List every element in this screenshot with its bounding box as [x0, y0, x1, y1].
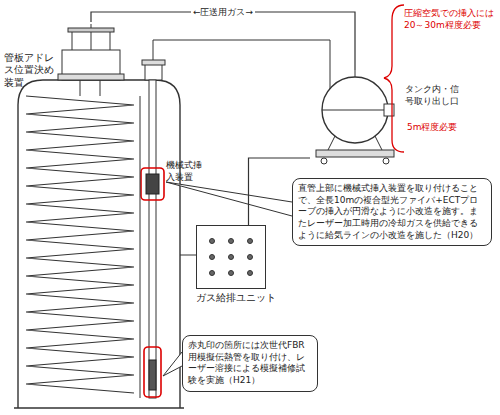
red-mark: [144, 347, 161, 397]
part-label: 機械式挿入装置: [166, 160, 206, 183]
coil-winding: [26, 96, 134, 393]
port-label: タンク内・信号取り出し口: [405, 84, 465, 107]
node-label: ガス給排ユニット: [196, 292, 266, 304]
valve-dot: [248, 255, 253, 260]
red-mark: [141, 168, 164, 200]
valve-dot: [229, 271, 234, 276]
helical-coils: [26, 96, 140, 398]
tank-sphere: [322, 77, 388, 143]
node-label: 赤丸印の箇所には次世代FBR用模擬伝熱管を取り付け、レーザー溶接による模擬補修試…: [188, 340, 312, 387]
pipe: [153, 40, 154, 60]
valve-dot: [248, 271, 253, 276]
tank-seam: [322, 110, 388, 111]
positioning-flange: [58, 74, 124, 80]
rod: [110, 30, 111, 50]
valve-dot: [229, 239, 234, 244]
edge-label: ←圧送用ガス→: [191, 7, 255, 18]
straight-tube: [149, 80, 156, 398]
valve-dot: [210, 271, 215, 276]
nozzle: [355, 70, 356, 77]
coil-pipe: [100, 80, 101, 96]
rod: [72, 30, 73, 50]
pipe-connector: [91, 12, 355, 70]
valve-dot: [229, 255, 234, 260]
valve-dot: [210, 255, 215, 260]
node-label: 管板アドレス位置決め装置: [4, 52, 58, 89]
callout-tail: [163, 352, 182, 376]
valve-dot: [248, 239, 253, 244]
note-red: 5m程度必要: [407, 122, 487, 134]
coil-return: [140, 96, 141, 398]
rod-cap: [68, 28, 114, 32]
wheel: [383, 158, 389, 164]
callout-box: 直管上部に機械式挿入装置を取り付けることで、全長10mの複合型光ファイバ+ECT…: [292, 178, 492, 246]
note-red: 圧縮空気での挿入には20～30m程度必要: [404, 8, 498, 31]
stand-base: [316, 150, 394, 157]
stand-leg: [328, 136, 335, 150]
gas-unit: ガス給排ユニット: [196, 225, 266, 304]
valve-dot: [210, 239, 215, 244]
nozzle: [145, 64, 162, 80]
test-tube: [149, 360, 156, 390]
gas-pipe: [180, 255, 196, 256]
red-bracket: [384, 5, 404, 152]
gas-unit-box: [196, 225, 266, 289]
node-label: 直管上部に機械式挿入装置を取り付けることで、全長10mの複合型光ファイバ+ECT…: [298, 183, 486, 241]
coil-pipe: [80, 80, 81, 96]
positioning-device: 管板アドレス位置決め装置: [4, 22, 126, 90]
vessel-base: [14, 407, 184, 408]
nozzle-flange: [142, 60, 165, 65]
wheel: [321, 158, 327, 164]
mechanical-insertion-device: [146, 174, 159, 194]
gas-pipe: [153, 40, 330, 89]
vessel: [18, 80, 180, 408]
callout-tail: [166, 182, 292, 216]
callout-box: 赤丸印の箇所には次世代FBR用模擬伝熱管を取り付け、レーザー溶接による模擬補修試…: [182, 335, 318, 392]
stand-leg: [375, 136, 382, 150]
gas-unit-valves: [210, 239, 253, 276]
insertion-device: 挿入装置: [310, 70, 400, 190]
